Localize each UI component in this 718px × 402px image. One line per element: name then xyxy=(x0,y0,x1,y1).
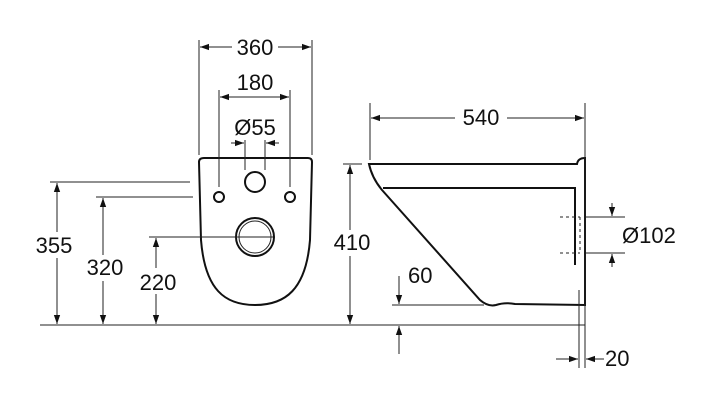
dimension-label-width: 360 xyxy=(237,35,274,60)
dimension-label-depth: 540 xyxy=(463,105,500,130)
front-view: 360 180 Ø55 355 320 220 xyxy=(30,34,314,324)
fixing-hole-right xyxy=(284,191,296,203)
inner-flange-line xyxy=(383,187,576,265)
dimension-label-inlet-diameter: Ø55 xyxy=(234,115,276,140)
side-view: 410 540 Ø102 60 20 xyxy=(326,103,676,371)
bowl-outline-side xyxy=(367,156,586,307)
dimension-label-wall-offset: 20 xyxy=(605,346,629,371)
dimension-label-fixing-height: 320 xyxy=(87,255,124,280)
dimension-label-rim-height: 410 xyxy=(334,230,371,255)
bowl-outline-front xyxy=(197,157,314,307)
dimension-label-outlet-height: 220 xyxy=(140,270,177,295)
dimension-label-clearance: 60 xyxy=(408,263,432,288)
fixing-hole-left xyxy=(213,191,225,203)
inlet-hole xyxy=(244,171,266,193)
dimension-label-outlet-diameter: Ø102 xyxy=(622,223,676,248)
dimension-label-inlet-height: 355 xyxy=(36,233,73,258)
dimension-label-fixing-spacing: 180 xyxy=(237,70,274,95)
